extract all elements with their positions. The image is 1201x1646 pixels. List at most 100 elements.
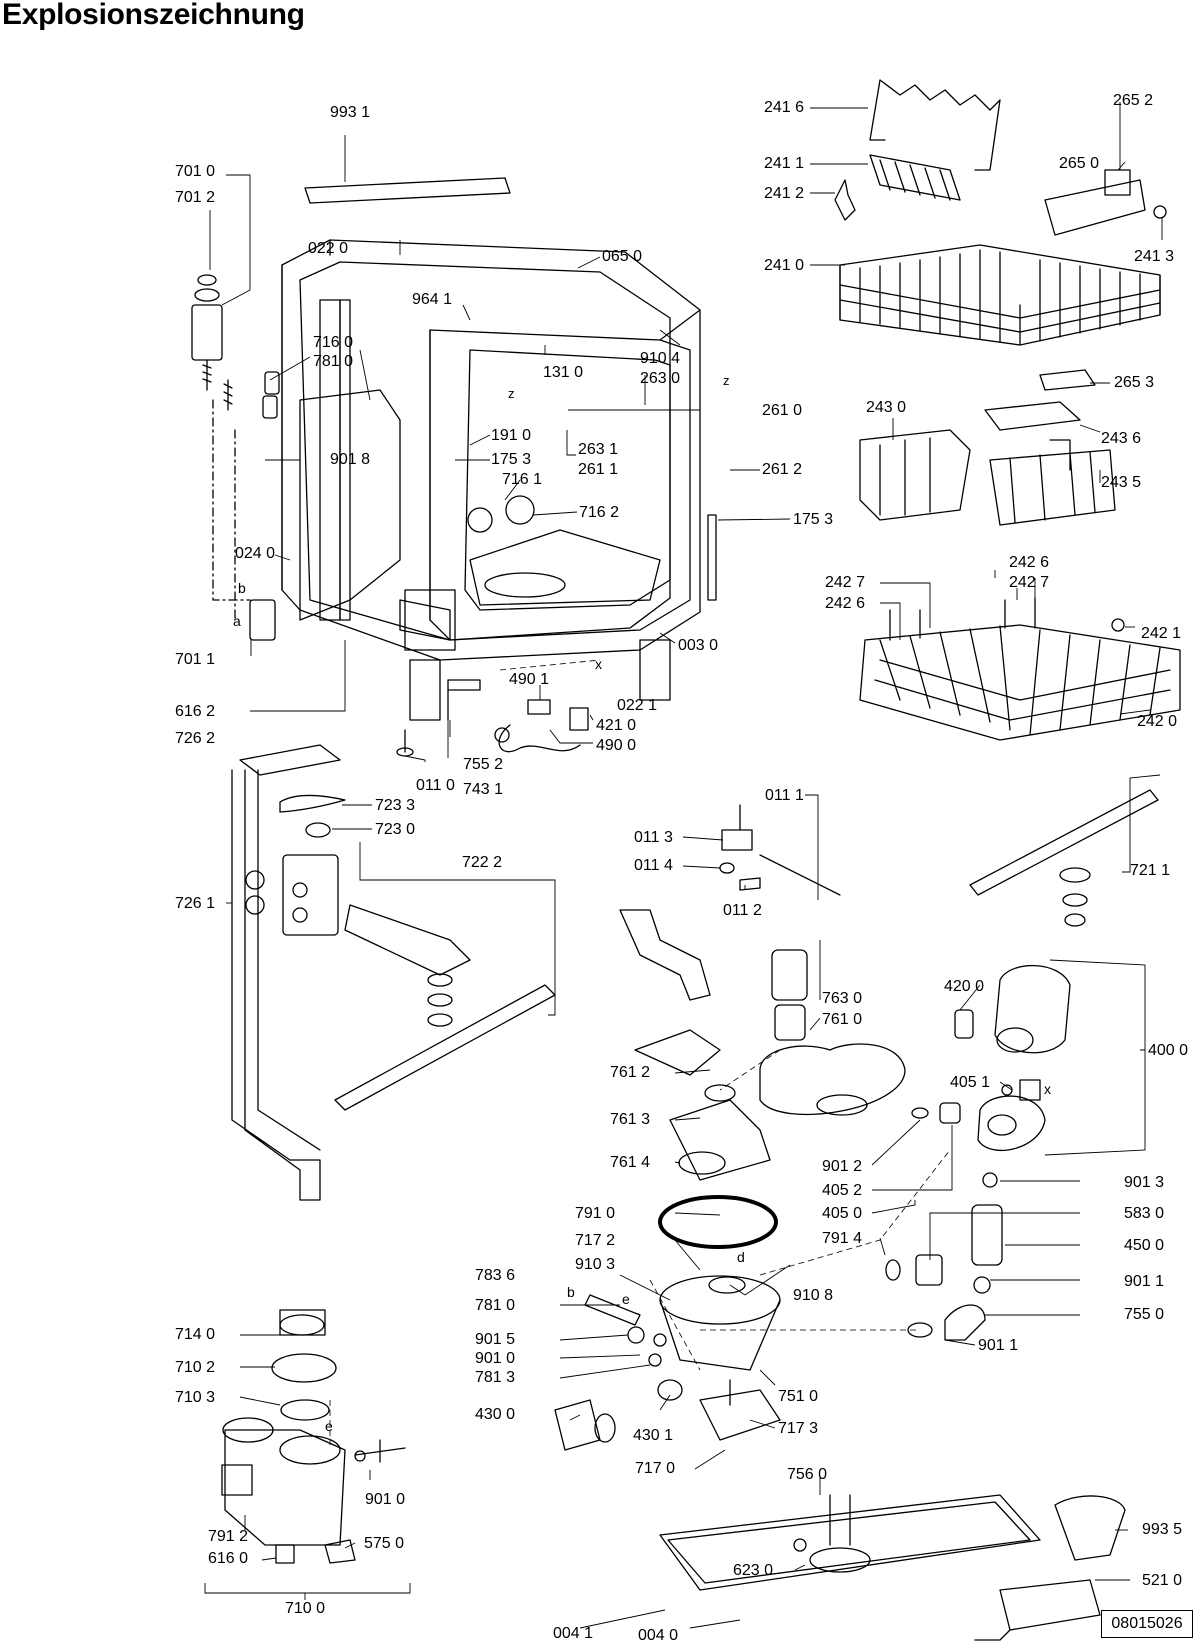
part-781-0-top-drawing	[262, 371, 280, 419]
label-901-8: 901 8	[330, 451, 371, 468]
marker-z-left: z	[508, 386, 515, 401]
label-781-0: 781 0	[475, 1297, 516, 1314]
part-791-4-drawing	[885, 1259, 901, 1281]
part-993-5-drawing	[1054, 1495, 1126, 1561]
spray-pipe-726-drawing	[231, 744, 341, 1201]
label-751-0: 751 0	[778, 1388, 819, 1405]
marker-a: a	[233, 613, 241, 629]
part-490-drawing	[494, 699, 589, 753]
sump-751-drawing	[659, 1275, 781, 1441]
label-717-0: 717 0	[635, 1460, 676, 1477]
label-263-0: 263 0	[640, 370, 681, 387]
label-701-1: 701 1	[175, 651, 216, 668]
label-242-6-left: 242 6	[825, 595, 866, 612]
label-726-1: 726 1	[175, 895, 216, 912]
label-701-2: 701 2	[175, 189, 216, 206]
label-405-0: 405 0	[822, 1205, 863, 1222]
label-761-3: 761 3	[610, 1111, 651, 1128]
label-583-0: 583 0	[1124, 1205, 1165, 1222]
part-405-drawing	[911, 1102, 961, 1124]
label-263-1: 263 1	[578, 441, 619, 458]
label-242-7-left: 242 7	[825, 574, 866, 591]
label-721-1: 721 1	[1130, 862, 1171, 879]
softener-710-drawing	[221, 1309, 406, 1564]
label-726-2: 726 2	[175, 730, 216, 747]
label-242-1: 242 1	[1141, 625, 1182, 642]
part-781-783-drawing	[584, 1294, 667, 1367]
label-714-0: 714 0	[175, 1326, 216, 1343]
label-024-0: 024 0	[235, 545, 276, 562]
label-910-8: 910 8	[793, 1287, 834, 1304]
label-781-0-top: 781 0	[313, 353, 354, 370]
label-910-3: 910 3	[575, 1256, 616, 1273]
label-716-2: 716 2	[579, 504, 620, 521]
part-450-583-drawing	[915, 1172, 1003, 1294]
label-242-6-top: 242 6	[1009, 554, 1050, 571]
part-761-4-drawing	[678, 1151, 726, 1175]
label-901-0-softener: 901 0	[365, 1491, 406, 1508]
part-243-5-drawing	[989, 439, 1116, 526]
label-241-6: 241 6	[764, 99, 805, 116]
label-265-3: 265 3	[1114, 374, 1155, 391]
part-722-2-drawing	[334, 904, 556, 1111]
label-175-3-right: 175 3	[793, 511, 834, 528]
label-241-3: 241 3	[1134, 248, 1175, 265]
label-243-0: 243 0	[866, 399, 907, 416]
label-755-0: 755 0	[1124, 1306, 1165, 1323]
label-243-5: 243 5	[1101, 474, 1142, 491]
part-175-3-right-drawing	[707, 514, 717, 601]
marker-b-pump: b	[567, 1284, 575, 1300]
label-743-1: 743 1	[463, 781, 504, 798]
marker-d: d	[737, 1249, 745, 1265]
marker-z-right: z	[723, 373, 730, 388]
part-011-group-drawing	[719, 804, 841, 896]
label-241-0: 241 0	[764, 257, 805, 274]
part-265-drawing	[1044, 169, 1167, 236]
label-003-0: 003 0	[678, 637, 719, 654]
label-011-0: 011 0	[416, 777, 455, 794]
part-241-6-drawing	[869, 79, 1001, 171]
label-722-2: 722 2	[462, 854, 503, 871]
label-901-3: 901 3	[1124, 1174, 1165, 1191]
label-450-0: 450 0	[1124, 1237, 1165, 1254]
part-791-0-drawing	[658, 1195, 778, 1249]
drawing-reference-number: 08015026	[1101, 1610, 1193, 1638]
label-723-0: 723 0	[375, 821, 416, 838]
label-243-6: 243 6	[1101, 430, 1142, 447]
label-575-0: 575 0	[364, 1535, 405, 1552]
label-004-0: 004 0	[638, 1627, 679, 1644]
part-755-2-drawing	[447, 679, 481, 721]
upper-basket-241-0-drawing	[839, 244, 1161, 346]
part-721-1-drawing	[969, 789, 1159, 927]
pump-motor-400-drawing	[954, 964, 1071, 1152]
part-265-3-drawing	[1039, 369, 1096, 391]
label-616-2: 616 2	[175, 703, 216, 720]
label-781-3: 781 3	[475, 1369, 516, 1386]
label-791-4: 791 4	[822, 1230, 863, 1247]
label-755-2: 755 2	[463, 756, 504, 773]
label-191-0: 191 0	[491, 427, 532, 444]
label-242-0: 242 0	[1137, 713, 1178, 730]
label-011-2: 011 2	[723, 902, 762, 919]
part-723-drawing	[279, 794, 346, 936]
label-723-3: 723 3	[375, 797, 416, 814]
label-011-4: 011 4	[634, 857, 673, 874]
part-241-1-drawing	[869, 154, 961, 201]
marker-b-top: b	[238, 580, 246, 596]
label-716-1: 716 1	[502, 471, 543, 488]
part-761-2-drawing	[619, 909, 721, 1076]
label-701-0: 701 0	[175, 163, 216, 180]
label-521-0: 521 0	[1142, 1572, 1183, 1589]
label-993-5: 993 5	[1142, 1521, 1183, 1538]
label-756-0: 756 0	[787, 1466, 828, 1483]
label-022-1: 022 1	[617, 697, 658, 714]
label-791-2: 791 2	[208, 1528, 249, 1545]
label-490-0: 490 0	[596, 737, 637, 754]
label-265-2: 265 2	[1113, 92, 1154, 109]
label-964-1: 964 1	[412, 291, 453, 308]
lower-basket-242-0-drawing	[859, 597, 1181, 741]
label-400-0: 400 0	[1148, 1042, 1189, 1059]
label-065-0: 065 0	[602, 248, 643, 265]
label-241-1: 241 1	[764, 155, 805, 172]
